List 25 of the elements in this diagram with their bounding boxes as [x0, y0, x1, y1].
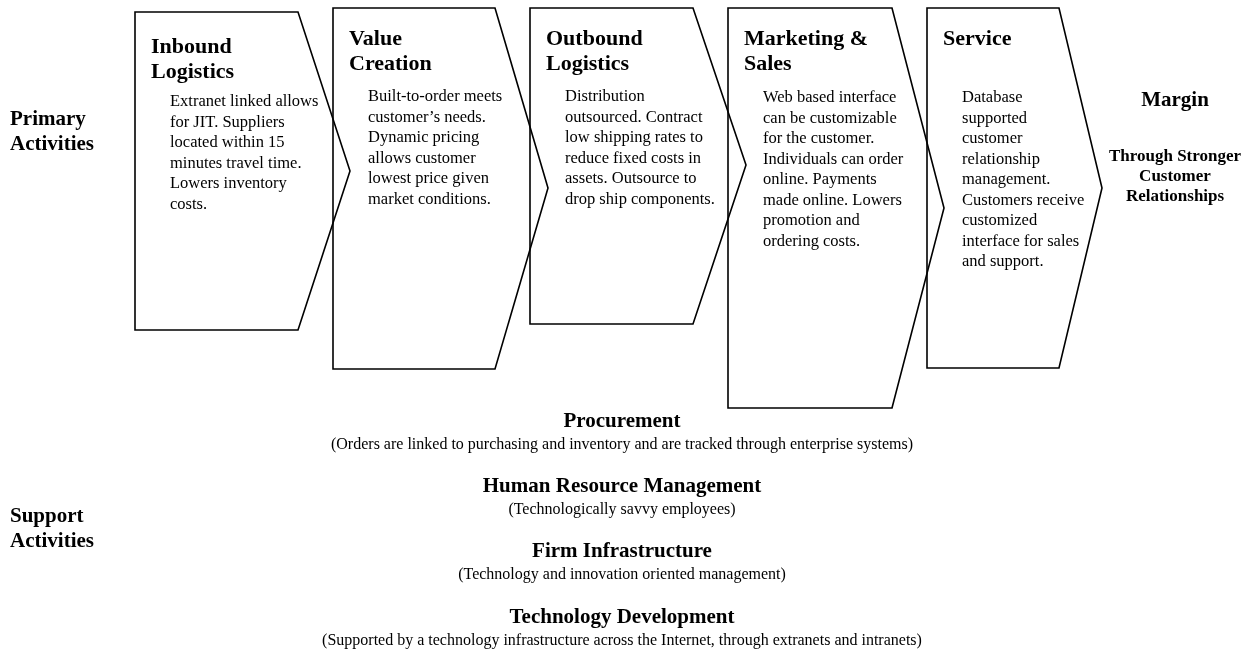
activity-heading: Value Creation — [349, 25, 433, 75]
activity-heading: Service — [943, 25, 1013, 50]
activity-description: Extranet linked allows for JIT. Suppliers located within 15 minutes travel time. Lowers inventory costs. — [170, 91, 320, 214]
support-heading: Technology Development — [509, 604, 735, 629]
activity-description: Web based interface can be customizable for the customer. Individuals can order online. Payments made online. Lowers promotion and ordering costs. — [763, 87, 905, 251]
section-heading: Support Activities — [10, 503, 95, 553]
support-description: (Supported by a technology infrastructure across the Internet, through extranets and intranets) — [322, 630, 922, 649]
margin-description: Through Stronger Customer Relationships — [1107, 146, 1243, 206]
chevron-box — [134, 11, 351, 331]
support-description: (Technology and innovation oriented management) — [458, 564, 786, 583]
activity-heading: Inbound Logistics — [151, 33, 236, 83]
activity-description: Database supported customer relationship management. Customers receive customized interface for sales and support. — [962, 87, 1086, 272]
chevron-box — [727, 7, 945, 409]
activity-description: Built-to-order meets customer’s needs. Dynamic pricing allows customer lowest price given market conditions. — [368, 86, 504, 209]
activity-description: Distribution outsourced. Contract low shipping rates to reduce fixed costs in assets. Outsource to drop ship components. — [565, 86, 715, 209]
chevron-box — [926, 7, 1103, 369]
section-heading: Primary Activities — [10, 106, 95, 156]
margin-heading: Margin — [1141, 87, 1209, 112]
activity-heading: Marketing & Sales — [744, 25, 870, 75]
support-heading: Procurement — [563, 408, 681, 433]
support-heading: Firm Infrastructure — [532, 538, 712, 563]
activity-heading: Outbound Logistics — [546, 25, 644, 75]
support-heading: Human Resource Management — [482, 473, 762, 498]
support-description: (Orders are linked to purchasing and inventory and are tracked through enterprise systems) — [331, 434, 913, 453]
support-description: (Technologically savvy employees) — [508, 499, 736, 518]
